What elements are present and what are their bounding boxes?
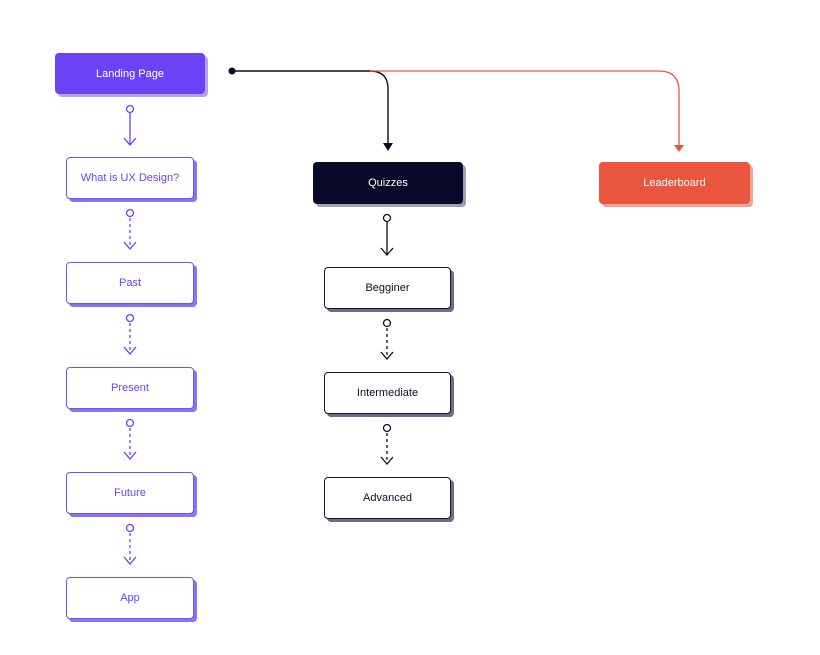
- node-advanced[interactable]: Advanced: [324, 477, 451, 519]
- node-label: Intermediate: [356, 387, 419, 399]
- node-future[interactable]: Future: [66, 472, 194, 514]
- node-intermediate[interactable]: Intermediate: [324, 372, 451, 414]
- node-label: Future: [114, 487, 146, 499]
- node-label: Present: [111, 382, 149, 394]
- node-label: Leaderboard: [643, 177, 706, 189]
- node-beginner[interactable]: Begginer: [324, 267, 451, 309]
- edge-landing-to-quizzes: [228, 67, 393, 151]
- node-label: App: [120, 592, 140, 604]
- node-label: Begginer: [365, 282, 410, 294]
- node-label: What is UX Design?: [80, 172, 180, 184]
- node-past[interactable]: Past: [66, 262, 194, 304]
- node-quizzes[interactable]: Quizzes: [313, 162, 463, 204]
- node-app[interactable]: App: [66, 577, 194, 619]
- edge-present-to-future: [123, 418, 137, 460]
- edge-quizzes-to-beginner: [380, 213, 394, 256]
- edge-landing-to-leaderboard: [370, 70, 684, 152]
- node-label: Landing Page: [96, 67, 164, 80]
- edge-ux-to-past: [123, 208, 137, 250]
- node-label: Past: [118, 277, 141, 289]
- node-label: Quizzes: [368, 177, 408, 189]
- node-present[interactable]: Present: [66, 367, 194, 409]
- edge-future-to-app: [123, 523, 137, 565]
- edge-landing-to-ux: [123, 104, 137, 146]
- node-what-is-ux-design[interactable]: What is UX Design?: [66, 157, 194, 199]
- node-label: Advanced: [363, 492, 412, 504]
- node-leaderboard[interactable]: Leaderboard: [599, 162, 750, 204]
- edge-past-to-present: [123, 313, 137, 355]
- edge-beginner-to-intermediate: [380, 318, 394, 360]
- edge-intermediate-to-advanced: [380, 423, 394, 465]
- node-landing-page[interactable]: Landing Page: [55, 53, 205, 94]
